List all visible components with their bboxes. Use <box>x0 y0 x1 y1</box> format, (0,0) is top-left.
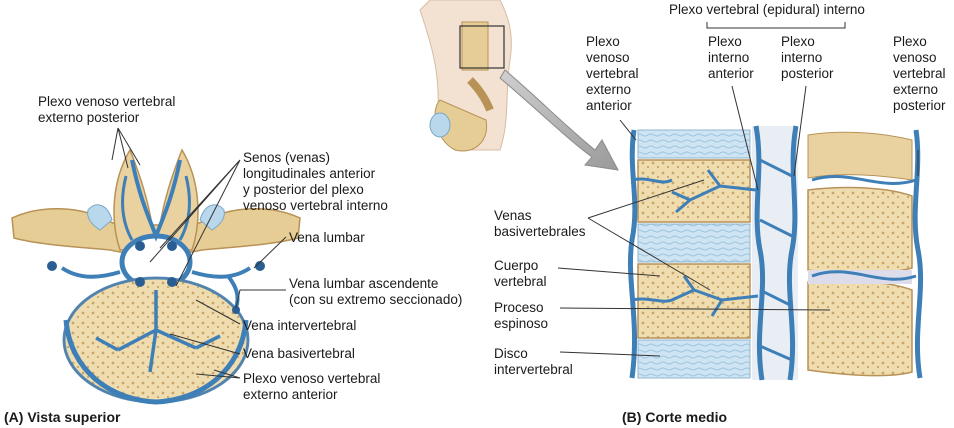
spine-inset <box>419 0 512 152</box>
label-vena-lumbar-ascendente: Vena lumbar ascendente (con su extremo s… <box>289 276 463 307</box>
label-plexo-externo-posterior-b: Plexo venoso vertebral externo posterior <box>893 34 946 113</box>
label-plexo-externo-anterior-b: Plexo venoso vertebral externo anterior <box>586 34 639 113</box>
label-plexo-interno-posterior: Plexo interno posterior <box>781 34 834 81</box>
label-vena-intervertebral: Vena intervertebral <box>243 318 357 333</box>
label-cuerpo-vertebral: Cuerpo vertebral <box>494 258 547 289</box>
label-proceso-espinoso: Proceso espinoso <box>494 300 549 331</box>
label-plexo-interno-anterior: Plexo interno anterior <box>708 34 754 81</box>
panel-b-leaders <box>557 22 919 357</box>
panel-a-leaders <box>111 127 287 379</box>
label-plexo-externo-posterior-a: Plexo venoso vertebral externo posterior <box>38 94 176 125</box>
median-section <box>627 125 924 381</box>
label-plexo-vertebral-interno: Plexo vertebral (epidural) interno <box>669 2 865 17</box>
label-venas-basivertebrales: Venas basivertebrales <box>494 208 586 239</box>
label-plexo-externo-anterior-a: Plexo venoso vertebral externo anterior <box>243 371 381 402</box>
caption-b-text: Corte medio <box>645 409 728 425</box>
label-vena-lumbar: Vena lumbar <box>289 230 365 245</box>
label-vena-basivertebral: Vena basivertebral <box>243 346 355 361</box>
caption-panel-b: (B) Corte medio <box>622 409 727 425</box>
label-disco-intervertebral: Disco intervertebral <box>494 346 573 377</box>
caption-b-letter: (B) <box>622 409 642 425</box>
label-senos-longitudinales: Senos (venas) longitudinales anterior y … <box>243 150 388 213</box>
caption-a-letter: (A) <box>4 409 24 425</box>
caption-panel-a: (A) Vista superior <box>4 409 120 425</box>
caption-a-text: Vista superior <box>27 409 121 425</box>
zoom-arrow <box>499 69 619 171</box>
vertebra-superior-view <box>11 148 301 405</box>
